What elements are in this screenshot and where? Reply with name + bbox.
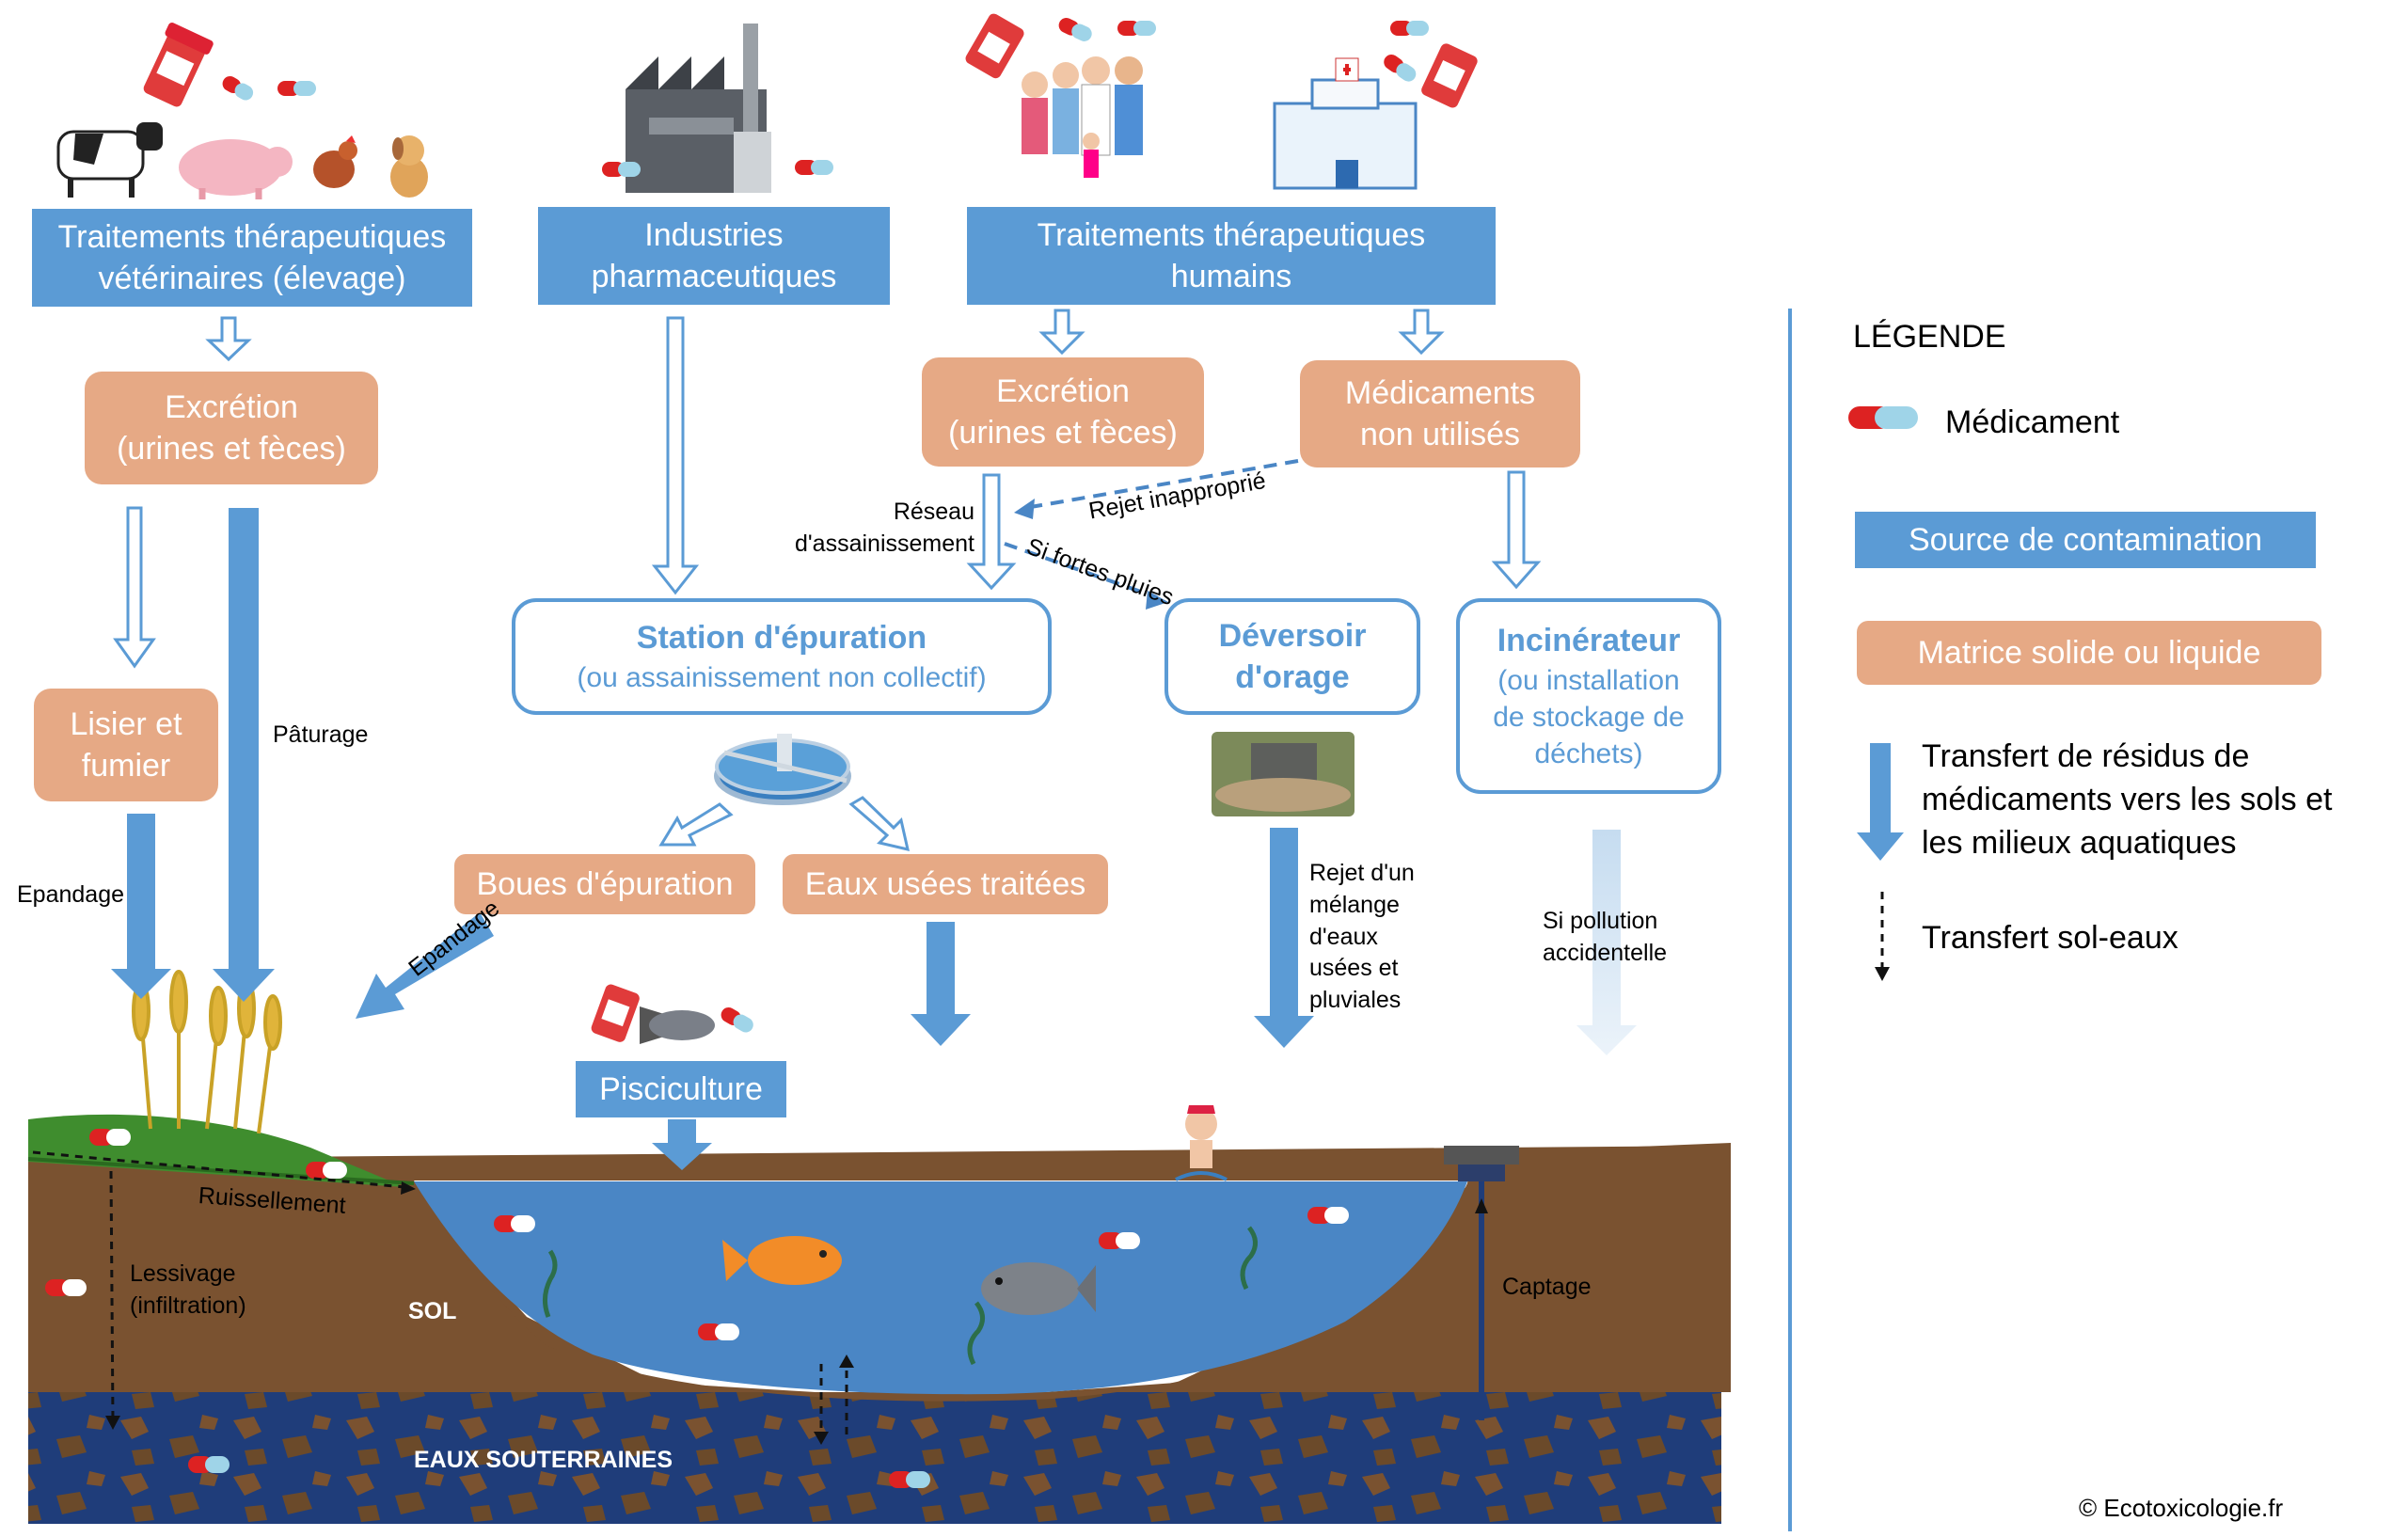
landscape [27,1114,1731,1524]
legend-drug-label: Médicament [1945,404,2120,440]
station-subtitle: (ou assainissement non collectif) [577,661,987,693]
legend-matrix-label: Matrice solide ou liquide [1917,634,2261,671]
pig-icon [179,139,293,199]
groundwater-layer [28,1392,1721,1524]
matrix-treated-water-label: Eaux usées traitées [804,865,1086,902]
legend-source-label: Source de contamination [1908,521,2263,558]
matrix-excretion-human: Excrétion (urines et fèces) [922,357,1204,467]
legend-matrix-swatch: Matrice solide ou liquide [1857,621,2321,685]
overflow-title: Déversoir d'orage [1218,617,1367,695]
treatment-basin-icon [714,734,851,805]
incinerator: Incinérateur (ou installation de stockag… [1456,598,1721,794]
hen-icon [313,135,357,188]
source-veterinary-label: Traitements thérapeutiques vétérinaires … [57,218,447,296]
soil-water-arrows [32,1150,848,1434]
matrix-unused-drugs: Médicaments non utilisés [1300,360,1580,467]
legend-soil-water-label: Transfert sol-eaux [1922,920,2178,956]
station-title: Station d'épuration [636,620,927,657]
source-human-label: Traitements thérapeutiques humains [1037,216,1426,294]
source-industry-label: Industries pharmaceutiques [591,216,837,294]
storm-overflow: Déversoir d'orage [1164,598,1420,715]
accidental-arrow [1576,830,1637,1055]
matrix-excretion-animal-label: Excrétion (urines et fèces) [117,388,346,467]
matrix-slurry: Lisier et fumier [34,689,218,801]
label-leaching: Lessivage (infiltration) [130,1260,246,1319]
matrix-sludge: Boues d'épuration [454,854,755,914]
copyright: © Ecotoxicologie.fr [2079,1494,2284,1522]
dog-icon [390,135,428,198]
seaweed-icon [543,1226,1258,1366]
capture-well-pipe [1458,1165,1505,1181]
label-groundwater: EAUX SOUTERRAINES [414,1447,673,1473]
matrix-slurry-label: Lisier et fumier [70,705,182,784]
hospital-icon [1273,57,1418,190]
matrix-unused-drugs-label: Médicaments non utilisés [1344,374,1536,452]
medicine-bottle-icon [143,22,214,107]
river-water [414,1181,1467,1395]
label-soil: SOL [408,1298,457,1324]
family-icon [1022,56,1143,178]
matrix-treated-water: Eaux usées traitées [783,854,1108,914]
fish-farm-icon [640,1006,715,1044]
legend-soil-water-arrow-icon [1875,892,1890,981]
source-fish-farming-label: Pisciculture [599,1070,763,1107]
legend-title: LÉGENDE [1853,319,2006,355]
capsule-icons [45,13,1478,1488]
legend-capsule-icon [1848,406,1918,429]
source-industry: Industries pharmaceutiques [538,207,890,305]
label-grazing: Pâturage [273,721,369,748]
factory-icon [626,24,771,193]
storm-overflow-icon [1212,732,1354,816]
hollow-arrows [113,309,1542,852]
source-veterinary: Traitements thérapeutiques vétérinaires … [32,209,472,307]
wheat-icon [132,970,282,1134]
legend-source-swatch: Source de contamination [1855,512,2316,568]
incinerator-title: Incinérateur [1497,623,1681,659]
solid-arrows [111,508,1314,1170]
incinerator-subtitle: (ou installation de stockage de déchets) [1493,664,1685,769]
label-mixed-discharge: Rejet d'un mélange d'eaux usées et pluvi… [1309,860,1415,1013]
label-accidental: Si pollution accidentelle [1543,908,1668,966]
label-sewer: Réseau d'assainissement [795,499,974,557]
capture-well-cap [1444,1146,1519,1165]
label-spreading-left: Epandage [17,881,125,908]
source-fish-farming: Pisciculture [576,1061,786,1117]
label-capture: Captage [1502,1274,1592,1300]
orange-fish-icon [722,1236,842,1285]
legend-transfer-arrow-icon [1857,743,1904,861]
wastewater-treatment-plant: Station d'épuration (ou assainissement n… [512,598,1052,715]
matrix-excretion-animal: Excrétion (urines et fèces) [85,372,378,484]
cow-icon [56,122,163,198]
soil-fill [28,1143,1731,1402]
source-human: Traitements thérapeutiques humains [967,207,1496,305]
matrix-sludge-label: Boues d'épuration [476,865,734,902]
matrix-excretion-human-label: Excrétion (urines et fèces) [948,372,1178,451]
grey-fish-icon [981,1262,1096,1315]
legend-transfer-label: Transfert de résidus de médicaments vers… [1922,738,2333,861]
swimmer-icon [1175,1105,1228,1181]
dashed-blue-arrows [1004,459,1299,599]
